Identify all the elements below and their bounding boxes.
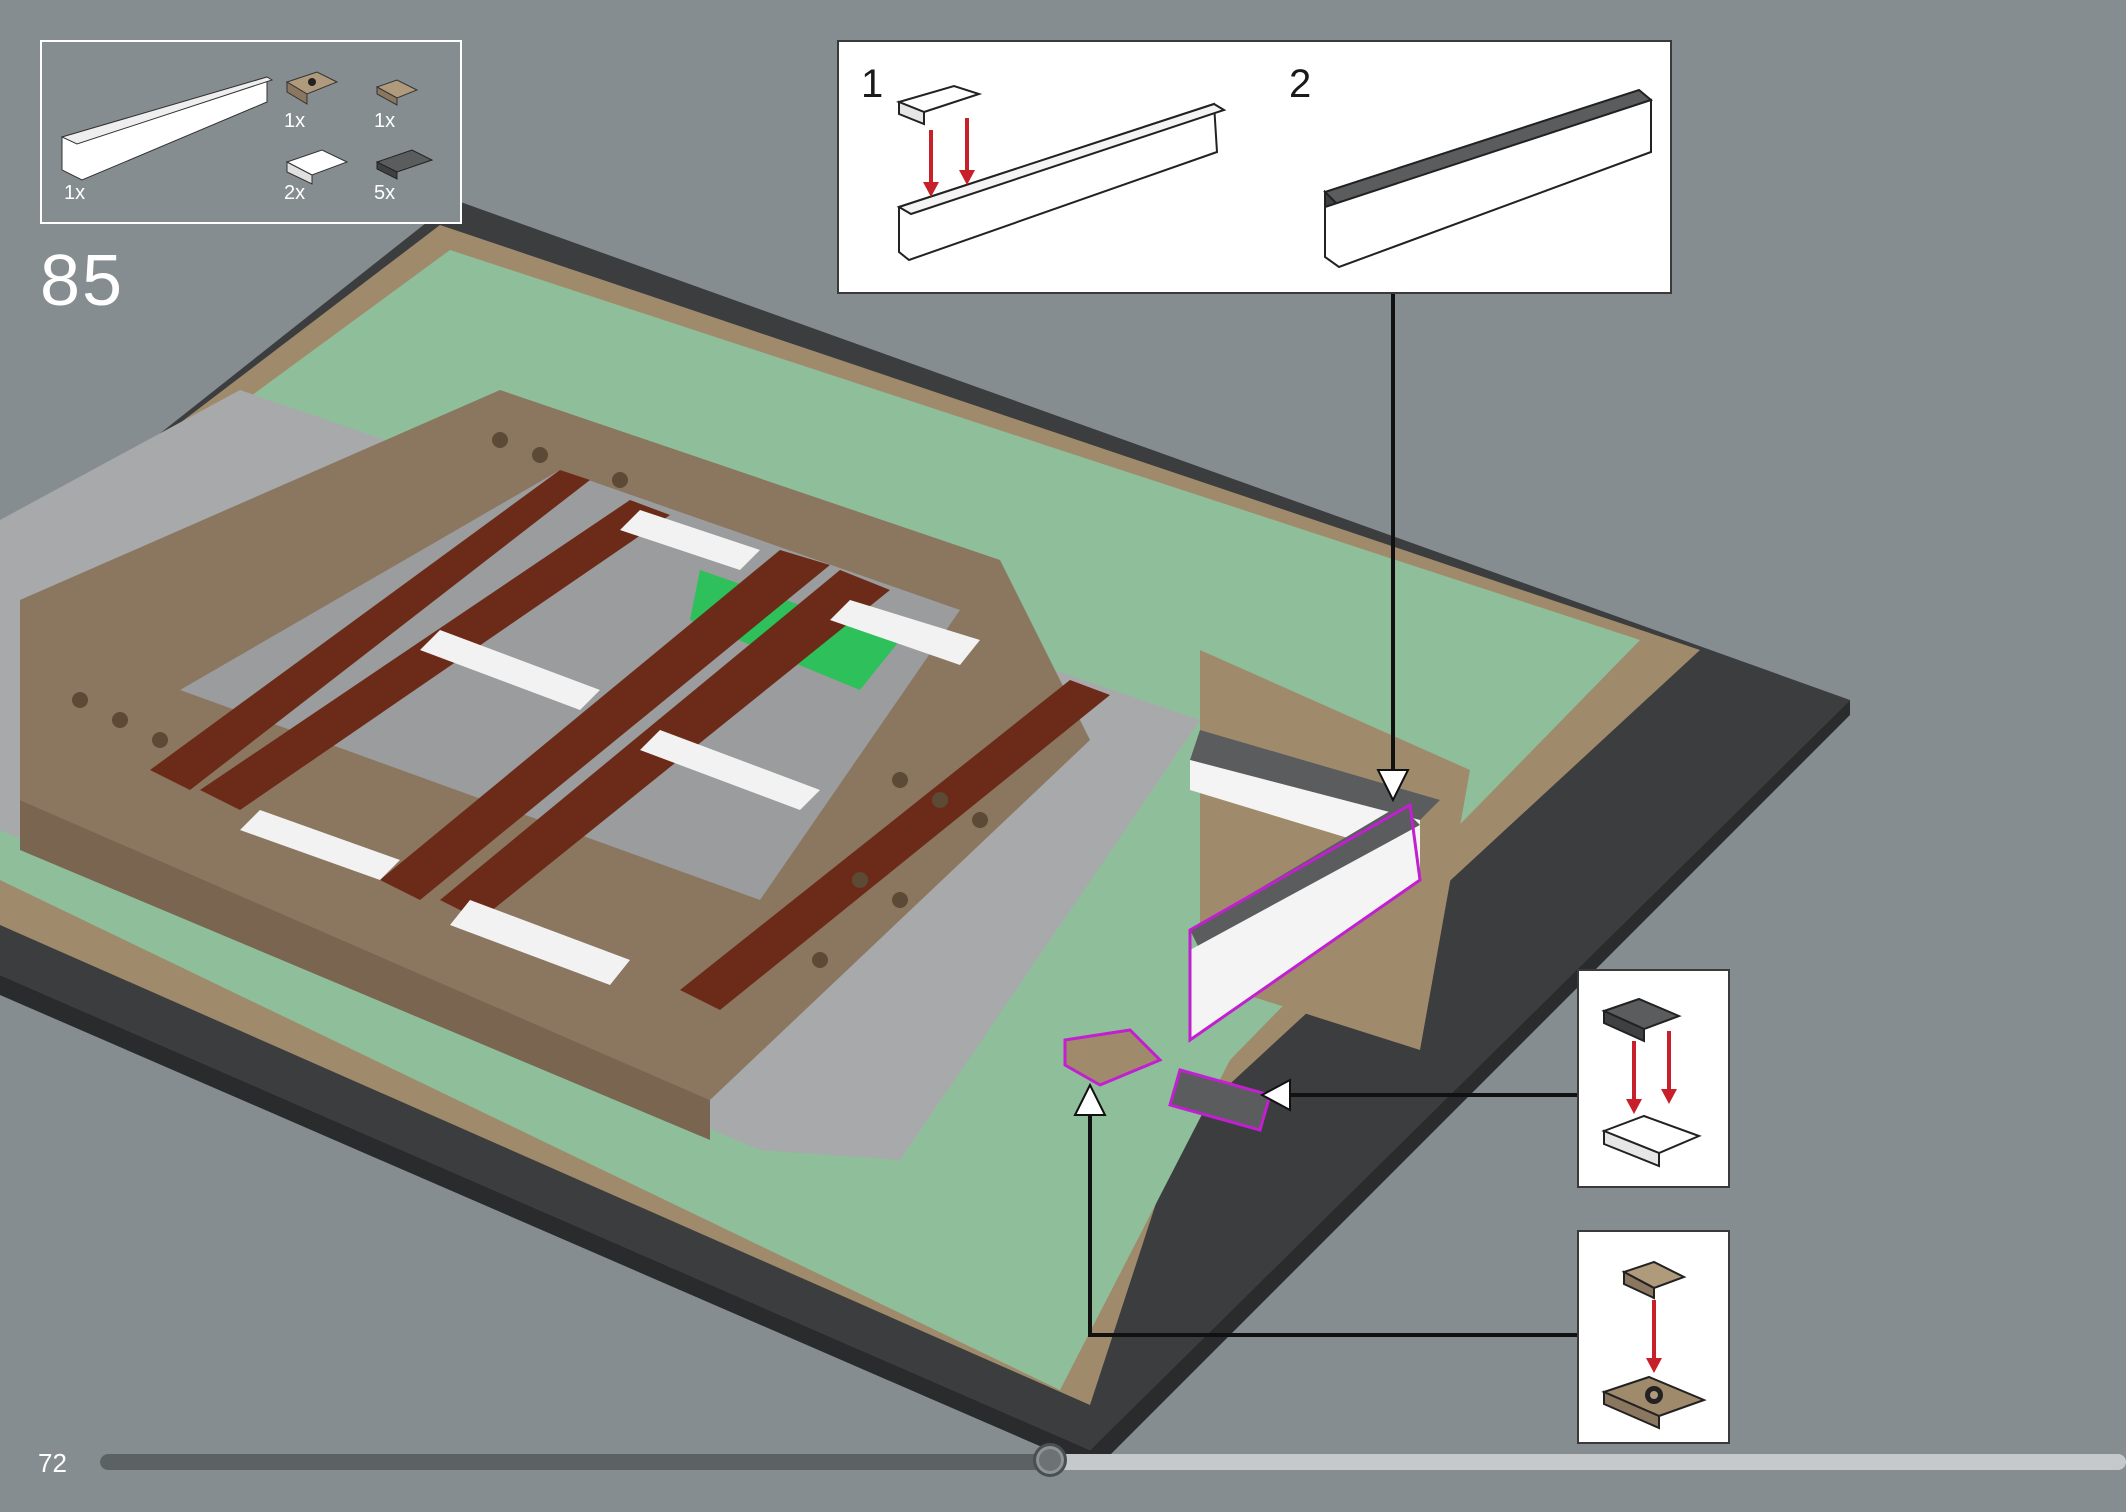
tile-on-center-stud-art xyxy=(1601,1260,1707,1430)
substep-1-art xyxy=(895,84,1227,262)
qty-label: 1x xyxy=(64,182,86,204)
substep-label: 2 xyxy=(1289,62,1312,106)
callout-arrow-mid xyxy=(1259,1078,1291,1112)
white-bar xyxy=(420,630,600,710)
qty-label: 2x xyxy=(284,182,306,204)
tan-tile-icon xyxy=(375,79,419,106)
highlight-plate xyxy=(1063,1028,1163,1087)
callout-arrow-top xyxy=(1376,769,1410,803)
tile-on-plate-art xyxy=(1601,997,1702,1168)
white-wall-top xyxy=(1190,730,1440,820)
progress-fill xyxy=(100,1454,1053,1470)
parts-list: 1x 1x 1x 2x 5x xyxy=(40,40,462,224)
white-bar xyxy=(240,810,400,880)
substep-2-art xyxy=(1323,88,1654,269)
callout-tile-on-plate xyxy=(1577,969,1730,1188)
qty-label: 1x xyxy=(284,110,306,132)
callout-line-bottom xyxy=(1088,1110,1578,1337)
beam xyxy=(150,470,590,790)
white-bar xyxy=(830,600,980,665)
beam xyxy=(680,680,1110,1010)
tan-plate-center-stud-icon xyxy=(285,71,339,105)
white-bar xyxy=(620,510,760,570)
highlight-wall xyxy=(1188,802,1422,1043)
white-bar xyxy=(450,900,630,985)
subassembly-callout: 1 2 xyxy=(837,40,1672,294)
callout-arrow-bottom xyxy=(1073,1082,1107,1116)
white-plate-icon xyxy=(285,149,349,185)
parts-list-art xyxy=(60,71,434,185)
page-number: 72 xyxy=(38,1448,67,1478)
step-number: 85 xyxy=(40,241,125,321)
dark-tile-icon xyxy=(375,149,434,180)
progress-knob[interactable] xyxy=(1033,1443,1068,1477)
new-wall-face xyxy=(1190,825,1420,1040)
callout-tile-on-center-stud xyxy=(1577,1230,1730,1444)
qty-label: 5x xyxy=(374,182,396,204)
highlight-tile xyxy=(1168,1068,1272,1132)
progress-bar[interactable] xyxy=(100,1443,2126,1477)
white-bar xyxy=(640,730,820,810)
white-brick-icon xyxy=(60,76,274,181)
substep-label: 1 xyxy=(861,62,884,106)
studs xyxy=(72,432,988,968)
beam xyxy=(380,550,830,900)
subassembly-art xyxy=(895,84,1654,269)
new-wall-top xyxy=(1190,805,1420,950)
baseplate-edge xyxy=(0,700,1850,1470)
qty-label: 1x xyxy=(374,110,396,132)
central-platform-front xyxy=(20,800,710,1140)
